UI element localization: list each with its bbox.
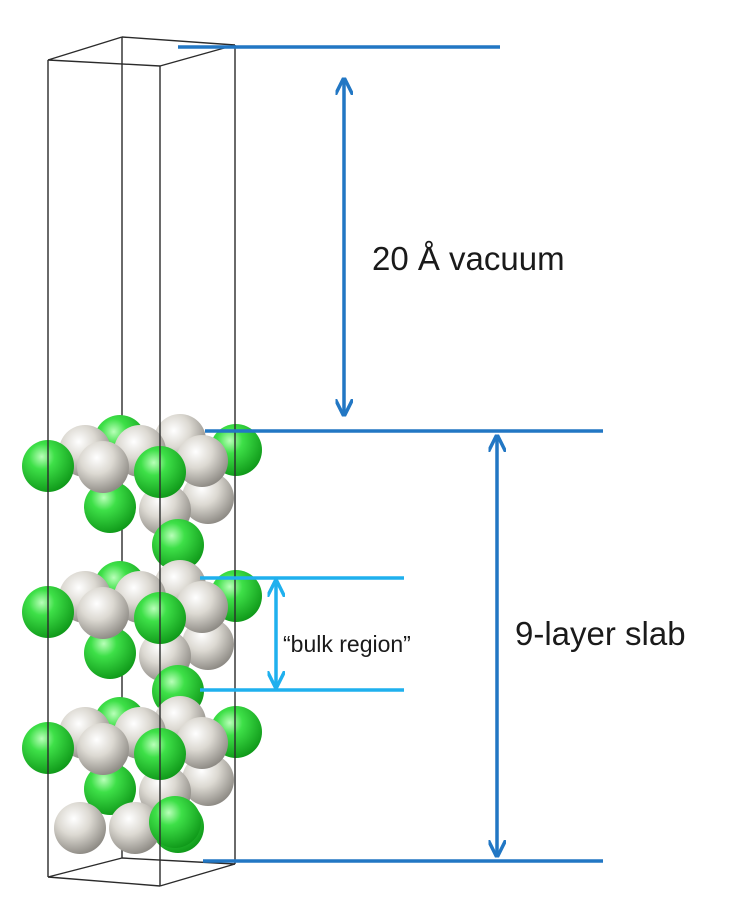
green-atom [84, 481, 136, 533]
grey-atom [176, 435, 228, 487]
grey-atom [176, 717, 228, 769]
bulk-region-label: “bulk region” [283, 631, 411, 657]
slab-label: 9-layer slab [515, 615, 686, 652]
grey-atom [176, 581, 228, 633]
grey-atom [77, 723, 129, 775]
grey-atom [109, 802, 161, 854]
green-atom [84, 627, 136, 679]
cell-frame-front [47, 44, 236, 887]
atom-stack [22, 414, 262, 854]
green-atom [84, 763, 136, 815]
vacuum-label: 20 Å vacuum [372, 240, 565, 277]
grey-atom [77, 441, 129, 493]
green-atom [152, 519, 204, 571]
grey-atom [77, 587, 129, 639]
green-atom [149, 796, 201, 848]
grey-atom [54, 802, 106, 854]
